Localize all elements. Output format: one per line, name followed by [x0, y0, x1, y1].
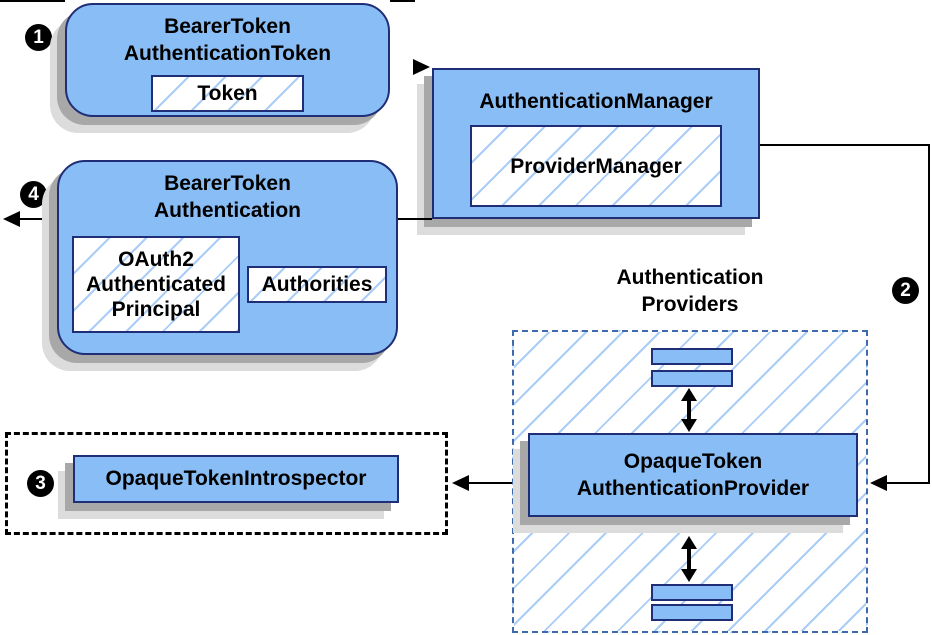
authentication-providers-container: OpaqueToken AuthenticationProvider: [512, 330, 868, 633]
arrow-left-icon: [870, 475, 887, 491]
authentication-providers-heading: Authentication Providers: [616, 266, 764, 316]
authorities-chip: Authorities: [247, 266, 387, 303]
provider-stub-bar: [651, 584, 733, 601]
opaque-token-authentication-provider-label: OpaqueToken AuthenticationProvider: [576, 450, 810, 500]
step-4-number: 4: [28, 183, 39, 205]
opaque-token-introspector-box: OpaqueTokenIntrospector: [73, 455, 399, 503]
manager-to-result-line: [398, 218, 432, 220]
step-3-badge: 3: [27, 470, 54, 497]
step-2-badge: 2: [892, 277, 919, 304]
arrow-left-icon: [3, 211, 20, 227]
bidirectional-arrow-icon: [681, 388, 697, 432]
authentication-manager-box: AuthenticationManager ProviderManager: [432, 68, 760, 219]
token-chip: Token: [151, 75, 304, 112]
provider-manager-chip: ProviderManager: [470, 125, 722, 207]
token-chip-label: Token: [197, 82, 258, 105]
opaque-token-introspector-container: OpaqueTokenIntrospector: [5, 432, 448, 535]
step-2-number: 2: [900, 279, 911, 301]
step-4-badge: 4: [20, 181, 47, 208]
step-3-number: 3: [35, 472, 46, 494]
bidirectional-arrow-icon: [681, 536, 697, 582]
bearer-token-authentication-title: BearerToken Authentication: [154, 172, 301, 222]
provider-stub-bar: [651, 370, 733, 387]
step-1-number: 1: [33, 26, 44, 48]
opaque-token-introspector-label: OpaqueTokenIntrospector: [105, 467, 367, 490]
to-authentication-manager-line: [390, 0, 415, 2]
provider-stub-bar: [651, 348, 733, 365]
provider-stub-bar: [651, 604, 733, 621]
step-2-line-top: [760, 144, 930, 146]
arrow-left-icon: [452, 475, 469, 491]
authentication-manager-title: AuthenticationManager: [479, 90, 713, 113]
bearer-token-authentication-token-box: BearerToken AuthenticationToken Token: [65, 3, 390, 117]
oauth2-authenticated-principal-chip: OAuth2 Authenticated Principal: [72, 236, 240, 333]
arrow-right-icon: [413, 59, 430, 75]
bearer-token-authentication-box: BearerToken Authentication OAuth2 Authen…: [57, 160, 398, 355]
step-2-line-right: [928, 144, 930, 484]
oauth2-authenticated-principal-label: OAuth2 Authenticated Principal: [85, 248, 226, 321]
authorities-label: Authorities: [261, 273, 373, 296]
step-1-badge: 1: [25, 24, 52, 51]
bearer-token-authentication-token-title: BearerToken AuthenticationToken: [123, 15, 332, 65]
opaque-token-authentication-provider-box: OpaqueToken AuthenticationProvider: [528, 433, 858, 517]
incoming-request-line: [0, 0, 65, 2]
step-2-line-into-provider: [887, 482, 930, 484]
provider-manager-label: ProviderManager: [510, 154, 682, 178]
outgoing-result-line: [19, 218, 57, 220]
provider-to-introspector-line: [468, 482, 512, 484]
